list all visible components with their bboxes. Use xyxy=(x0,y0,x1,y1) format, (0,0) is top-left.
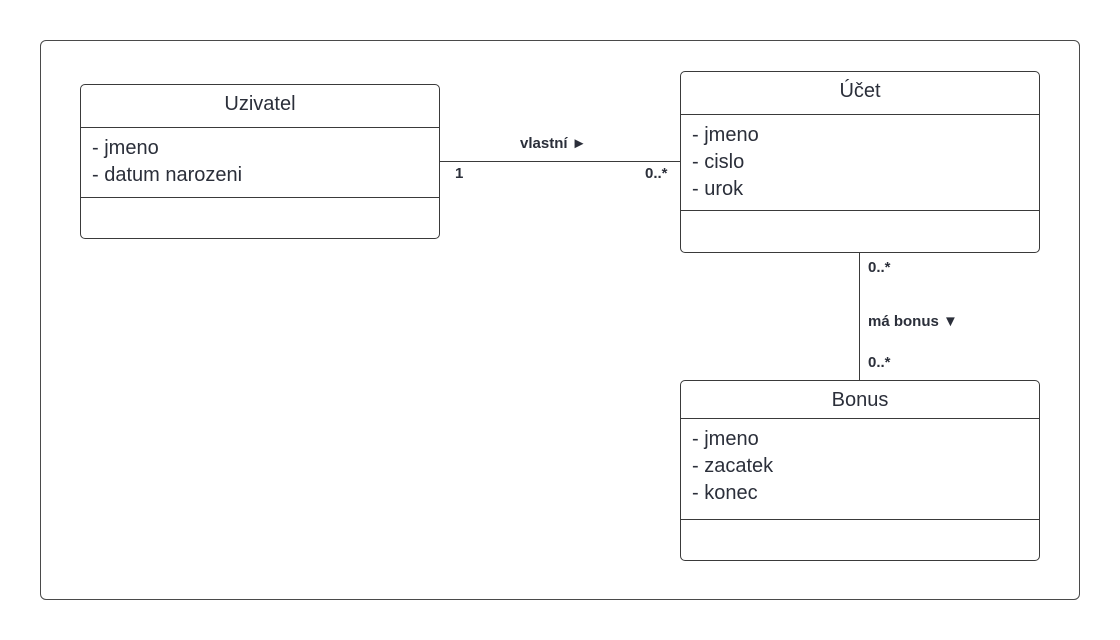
association-label-ma-bonus: má bonus ▼ xyxy=(868,313,958,330)
diagram-canvas xyxy=(40,40,1080,600)
attribute: - konec xyxy=(692,482,758,504)
class-name: Účet xyxy=(681,72,1039,115)
class-operations xyxy=(681,520,1039,560)
attribute: - zacatek xyxy=(692,455,774,477)
attribute: - urok xyxy=(692,178,744,200)
attribute: - cislo xyxy=(692,151,745,173)
class-ucet[interactable]: Účet - jmeno - cislo - urok xyxy=(680,71,1040,253)
class-operations xyxy=(81,198,439,238)
class-operations xyxy=(681,211,1039,252)
association-line-ma-bonus[interactable] xyxy=(859,253,860,380)
multiplicity-ucet-bonus-top: 0..* xyxy=(868,259,891,276)
association-line-vlastni[interactable] xyxy=(440,161,680,162)
association-label-vlastni: vlastní ► xyxy=(520,135,587,152)
class-name: Bonus xyxy=(681,381,1039,419)
multiplicity-bonus-side: 0..* xyxy=(868,354,891,371)
attribute: - datum narozeni xyxy=(92,164,243,186)
class-bonus[interactable]: Bonus - jmeno - zacatek - konec xyxy=(680,380,1040,561)
multiplicity-uzivatel-side: 1 xyxy=(455,165,464,182)
class-uzivatel[interactable]: Uzivatel - jmeno - datum narozeni xyxy=(80,84,440,239)
multiplicity-ucet-side: 0..* xyxy=(645,165,668,182)
class-name: Uzivatel xyxy=(81,85,439,128)
class-attributes: - jmeno - zacatek - konec xyxy=(681,419,1039,520)
class-attributes: - jmeno - datum narozeni xyxy=(81,128,439,198)
attribute: - jmeno xyxy=(92,137,159,159)
attribute: - jmeno xyxy=(692,124,759,146)
class-attributes: - jmeno - cislo - urok xyxy=(681,115,1039,211)
attribute: - jmeno xyxy=(692,428,759,450)
